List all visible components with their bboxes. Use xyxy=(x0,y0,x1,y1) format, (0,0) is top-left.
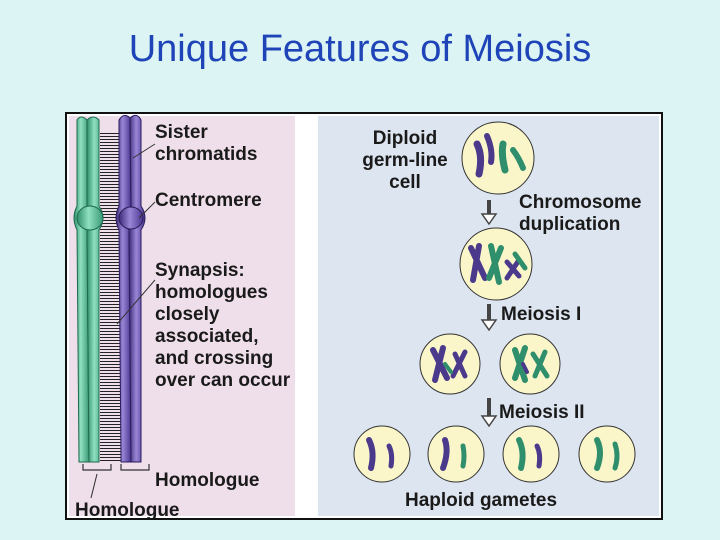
duplicated-cell xyxy=(459,227,533,301)
purple-homologue xyxy=(115,114,146,463)
sister-chromatids-label: Sister chromatids xyxy=(155,122,258,165)
chromosome-duplication-label: Chromosome duplication xyxy=(519,192,642,235)
homologue-label-left: Homologue xyxy=(75,500,180,520)
meiosis1-cell-right xyxy=(499,333,561,395)
homologue-label-right: Homologue xyxy=(155,470,260,491)
meiosis-figure: Sister chromatids Centromere Synapsis: h… xyxy=(65,112,663,520)
meiosis-1-label: Meiosis I xyxy=(501,304,582,325)
homologue-bracket-right xyxy=(120,464,150,471)
gamete-cell-2 xyxy=(427,425,485,483)
gamete-cell-1 xyxy=(353,425,411,483)
meiosis1-cell-left xyxy=(419,333,481,395)
gamete-cell-3 xyxy=(502,425,560,483)
diploid-cell xyxy=(461,121,535,195)
figure-illustration xyxy=(73,114,636,499)
purple-centromere xyxy=(118,206,144,230)
diploid-cell-label: Diploid germ-line cell xyxy=(362,128,448,193)
meiosis-stage-cells xyxy=(353,121,636,483)
homologue-bracket-left xyxy=(82,464,112,471)
homologue-pair-illustration xyxy=(73,114,156,499)
meiosis-2-label: Meiosis II xyxy=(499,402,585,423)
gamete-cell-4 xyxy=(578,425,636,483)
synapsis-label: Synapsis: homologues closely associated,… xyxy=(155,260,291,391)
slide-title: Unique Features of Meiosis xyxy=(128,28,592,70)
green-centromere xyxy=(76,205,104,231)
haploid-gametes-label: Haploid gametes xyxy=(405,490,558,511)
green-homologue xyxy=(73,116,104,463)
centromere-label: Centromere xyxy=(155,190,262,211)
